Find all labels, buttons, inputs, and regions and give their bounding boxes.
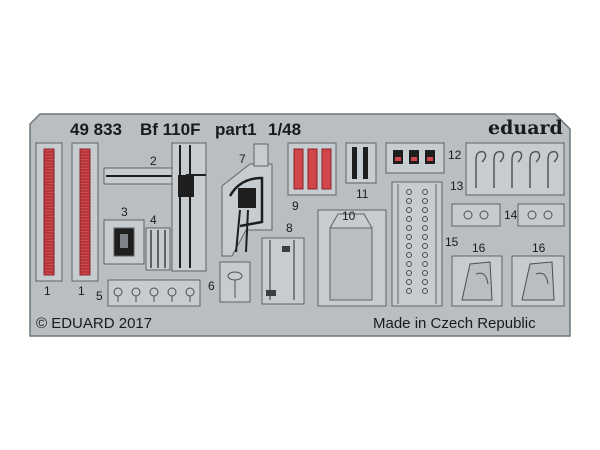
part-16-left: [451, 255, 503, 307]
part-number-14: 14: [504, 208, 518, 222]
part-number-7: 7: [239, 152, 246, 166]
part-number-5: 5: [96, 289, 103, 303]
model-name: Bf 110F: [140, 120, 200, 139]
part-number-15: 15: [445, 235, 459, 249]
part-number-12: 12: [448, 148, 462, 162]
part-1-right: [71, 142, 99, 282]
part-number-1a: 1: [44, 284, 51, 298]
origin-text: Made in Czech Republic: [373, 315, 536, 332]
part-number-9: 9: [292, 199, 299, 213]
part-number-16a: 16: [472, 241, 486, 255]
part-15: [391, 181, 443, 307]
brand-logo: eduard: [488, 117, 563, 139]
part-10: [317, 209, 387, 307]
part-1-left: [35, 142, 63, 282]
part-6: [219, 261, 251, 303]
part-2: [103, 142, 207, 272]
part-7: [221, 143, 273, 257]
part-5: [107, 279, 201, 307]
part-12: [385, 142, 445, 174]
part-number-8: 8: [286, 221, 293, 235]
part-11: [345, 142, 377, 184]
part-number-2: 2: [150, 154, 157, 168]
set-code: 49 833: [70, 120, 122, 139]
part-9: [287, 142, 337, 196]
part-4: [145, 227, 171, 271]
part-label: part1: [215, 120, 257, 139]
part-number-13: 13: [450, 179, 464, 193]
part-8: [261, 237, 305, 305]
part-number-6: 6: [208, 279, 215, 293]
part-13: [451, 142, 565, 227]
part-14: [517, 203, 565, 227]
scale-label: 1/48: [268, 120, 301, 139]
part-number-11: 11: [356, 187, 369, 201]
part-16-right: [511, 255, 565, 307]
part-number-16b: 16: [532, 241, 546, 255]
copyright-text: © EDUARD 2017: [36, 315, 152, 332]
part-number-10: 10: [342, 209, 356, 223]
part-number-3: 3: [121, 205, 128, 219]
part-number-1b: 1: [78, 284, 85, 298]
part-number-4: 4: [150, 213, 157, 227]
part-3: [103, 219, 145, 265]
